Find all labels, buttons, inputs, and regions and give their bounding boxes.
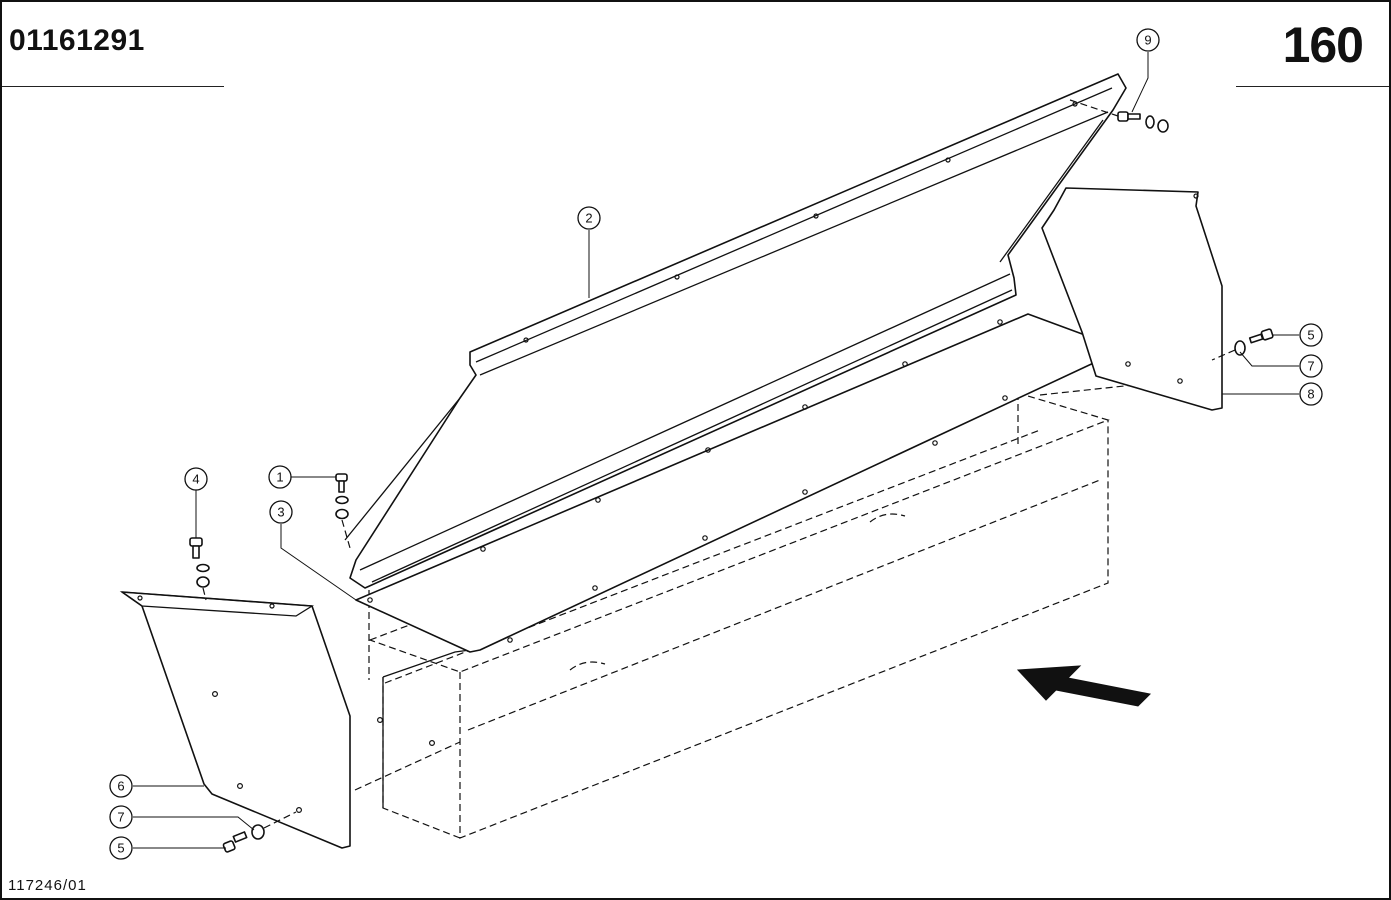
page-number: 160 — [1282, 17, 1364, 73]
callout-label: 7 — [1307, 359, 1314, 374]
callout-5-right: 5 — [1299, 323, 1323, 347]
callout-label: 5 — [1307, 328, 1314, 343]
callout-3: 3 — [269, 500, 293, 524]
callout-2: 2 — [577, 206, 601, 230]
header-rule-left — [2, 86, 224, 87]
callout-8: 8 — [1299, 382, 1323, 406]
callout-label: 1 — [276, 470, 283, 485]
drawing-code: 117246/01 — [8, 877, 87, 894]
callout-7-right: 7 — [1299, 354, 1323, 378]
header-rule-right — [1236, 86, 1389, 87]
callout-label: 6 — [117, 779, 124, 794]
bolt-part-5-left — [222, 811, 297, 853]
callout-label: 9 — [1144, 33, 1151, 48]
direction-arrow — [1016, 665, 1152, 707]
callout-5-left: 5 — [109, 836, 133, 860]
callout-9: 9 — [1136, 28, 1160, 52]
callout-label: 3 — [277, 505, 284, 520]
bolt-part-1 — [335, 473, 351, 549]
callout-4: 4 — [184, 467, 208, 491]
bolt-part-5-right — [1211, 328, 1274, 361]
callout-6: 6 — [109, 774, 133, 798]
document-number: 01161291 — [9, 24, 145, 57]
bolt-part-4 — [189, 537, 210, 601]
callout-label: 7 — [117, 810, 124, 825]
right-side-panel-part-8 — [1041, 187, 1223, 411]
cover-holes — [523, 101, 1078, 343]
callout-7-left: 7 — [109, 805, 133, 829]
callout-label: 8 — [1307, 387, 1314, 402]
callout-label: 4 — [192, 472, 199, 487]
callout-label: 5 — [117, 841, 124, 856]
left-side-panel-part-6 — [119, 591, 351, 849]
angled-cover-part-2 — [344, 73, 1127, 589]
housing-box-front — [377, 649, 471, 808]
bolt-part-9 — [1069, 99, 1169, 133]
plate-holes — [367, 319, 1100, 643]
leader-lines — [133, 52, 1299, 849]
callout-label: 2 — [585, 211, 592, 226]
callout-1: 1 — [268, 465, 292, 489]
